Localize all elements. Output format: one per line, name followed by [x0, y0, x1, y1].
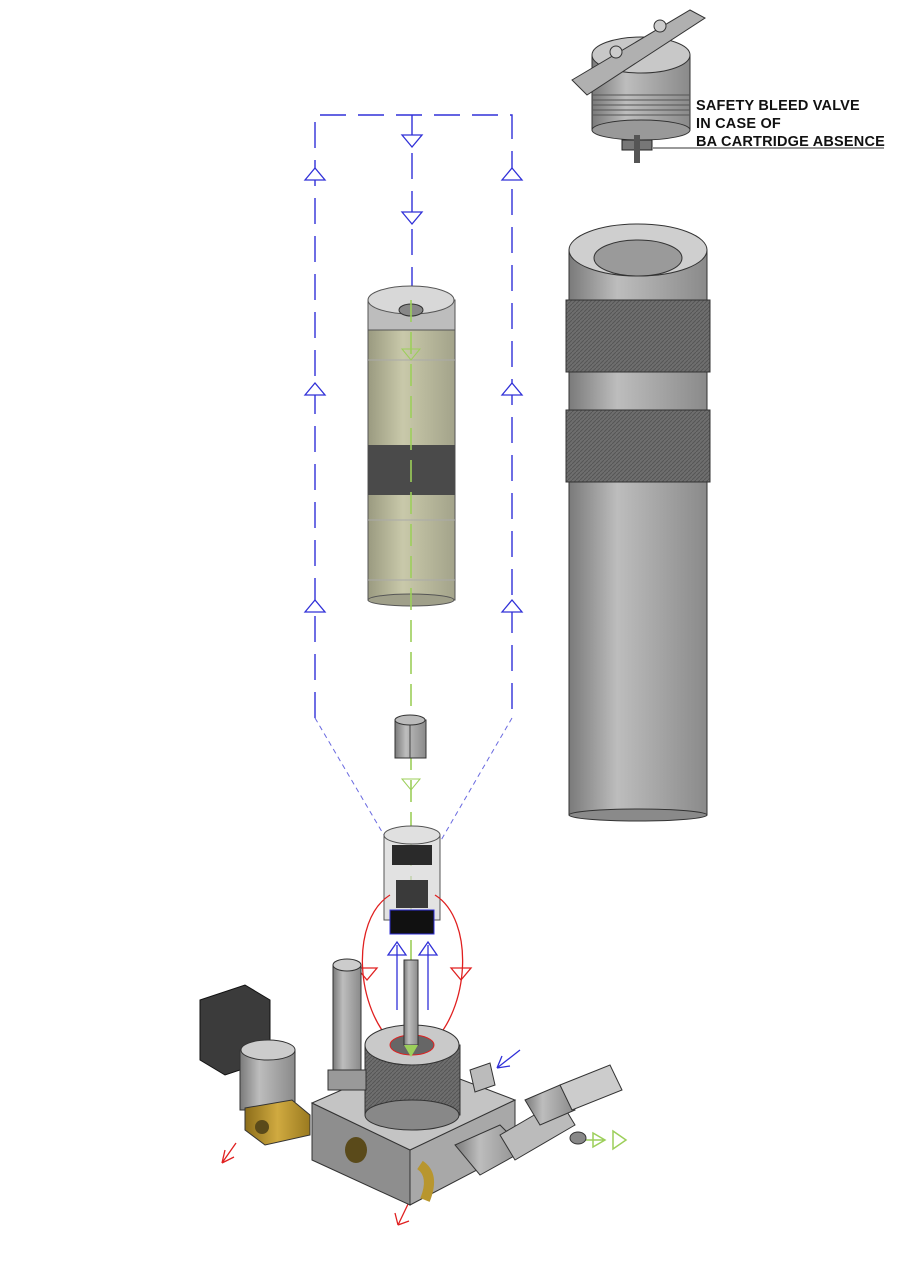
- blue-flow-path: [314, 114, 513, 718]
- bleed-valve-callout: SAFETY BLEED VALVE IN CASE OF BA CARTRID…: [696, 97, 885, 151]
- callout-line-1: SAFETY BLEED VALVE: [696, 98, 860, 114]
- outlet-fittings: [416, 1062, 623, 1202]
- flow-direction-arrows: [303, 134, 524, 613]
- ba-cartridge: [367, 285, 456, 607]
- pressure-sensor: [327, 958, 367, 1091]
- filter-housing: [565, 223, 711, 822]
- hex-nut: [394, 714, 427, 759]
- blue-inlet-arrows: [386, 940, 521, 1069]
- solenoid-valve: [199, 984, 311, 1146]
- safety-bleed-valve: [571, 9, 884, 163]
- filter-bowl: [383, 825, 441, 935]
- blue-dashed-taper: [314, 717, 513, 843]
- callout-line-2: IN CASE OF: [696, 116, 781, 132]
- callout-line-3: BA CARTRIDGE ABSENCE: [696, 134, 886, 150]
